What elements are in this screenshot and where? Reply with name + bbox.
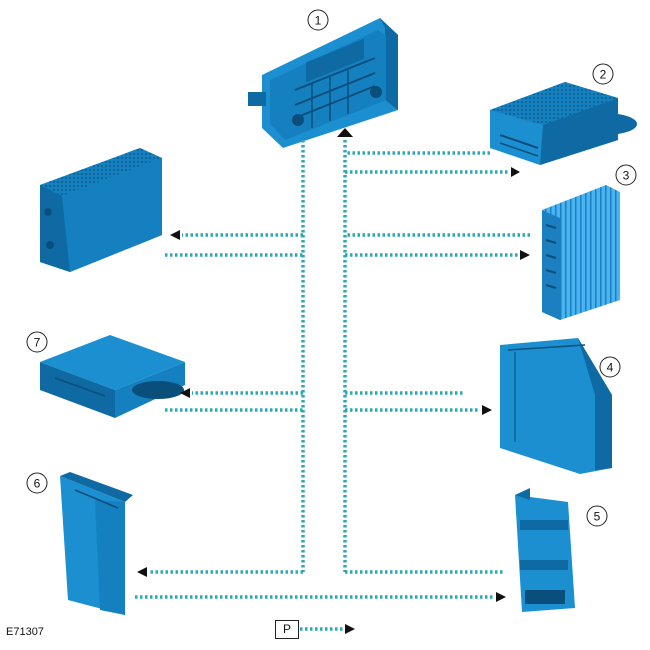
callout-7: 7: [26, 331, 48, 353]
module-3-amplifier: [542, 185, 620, 320]
callout-label-1: 1: [315, 14, 322, 28]
callout-label-3: 3: [623, 169, 630, 183]
network-links: [135, 140, 530, 631]
arrowheads: [137, 128, 530, 634]
callout-1: 1: [307, 9, 329, 31]
callout-6: 6: [26, 472, 48, 494]
module-7-disc-player: [40, 335, 185, 418]
module-6: [60, 472, 133, 615]
arrow-to-module-5: [496, 592, 506, 602]
legend-symbol-box: P: [275, 620, 299, 639]
arrow-to-module-2: [511, 167, 520, 177]
module-1-audio-head-unit: [248, 18, 398, 148]
figure-id: E71307: [6, 626, 44, 638]
arrow-to-module-6: [137, 567, 147, 577]
callout-label-7: 7: [34, 336, 41, 350]
arrow-to-module-3: [520, 250, 530, 260]
callout-label-2: 2: [600, 68, 607, 82]
arrow-to-module-7: [180, 388, 190, 398]
arrow-to-module-1: [337, 128, 353, 137]
callout-2: 2: [592, 63, 614, 85]
module-4: [500, 338, 612, 474]
callout-label-6: 6: [34, 477, 41, 491]
callout-5: 5: [586, 505, 608, 527]
callout-3: 3: [615, 164, 637, 186]
arrow-to-module-4: [482, 405, 492, 415]
arrow-legend: [345, 624, 355, 634]
callout-label-4: 4: [607, 361, 614, 375]
module-5: [515, 488, 575, 612]
callout-4: 4: [599, 356, 621, 378]
module-unnumbered-upper-left: [40, 148, 162, 272]
arrow-to-upper-left: [170, 230, 180, 240]
module-2-disc-unit: [490, 82, 637, 165]
callout-label-5: 5: [594, 510, 601, 524]
